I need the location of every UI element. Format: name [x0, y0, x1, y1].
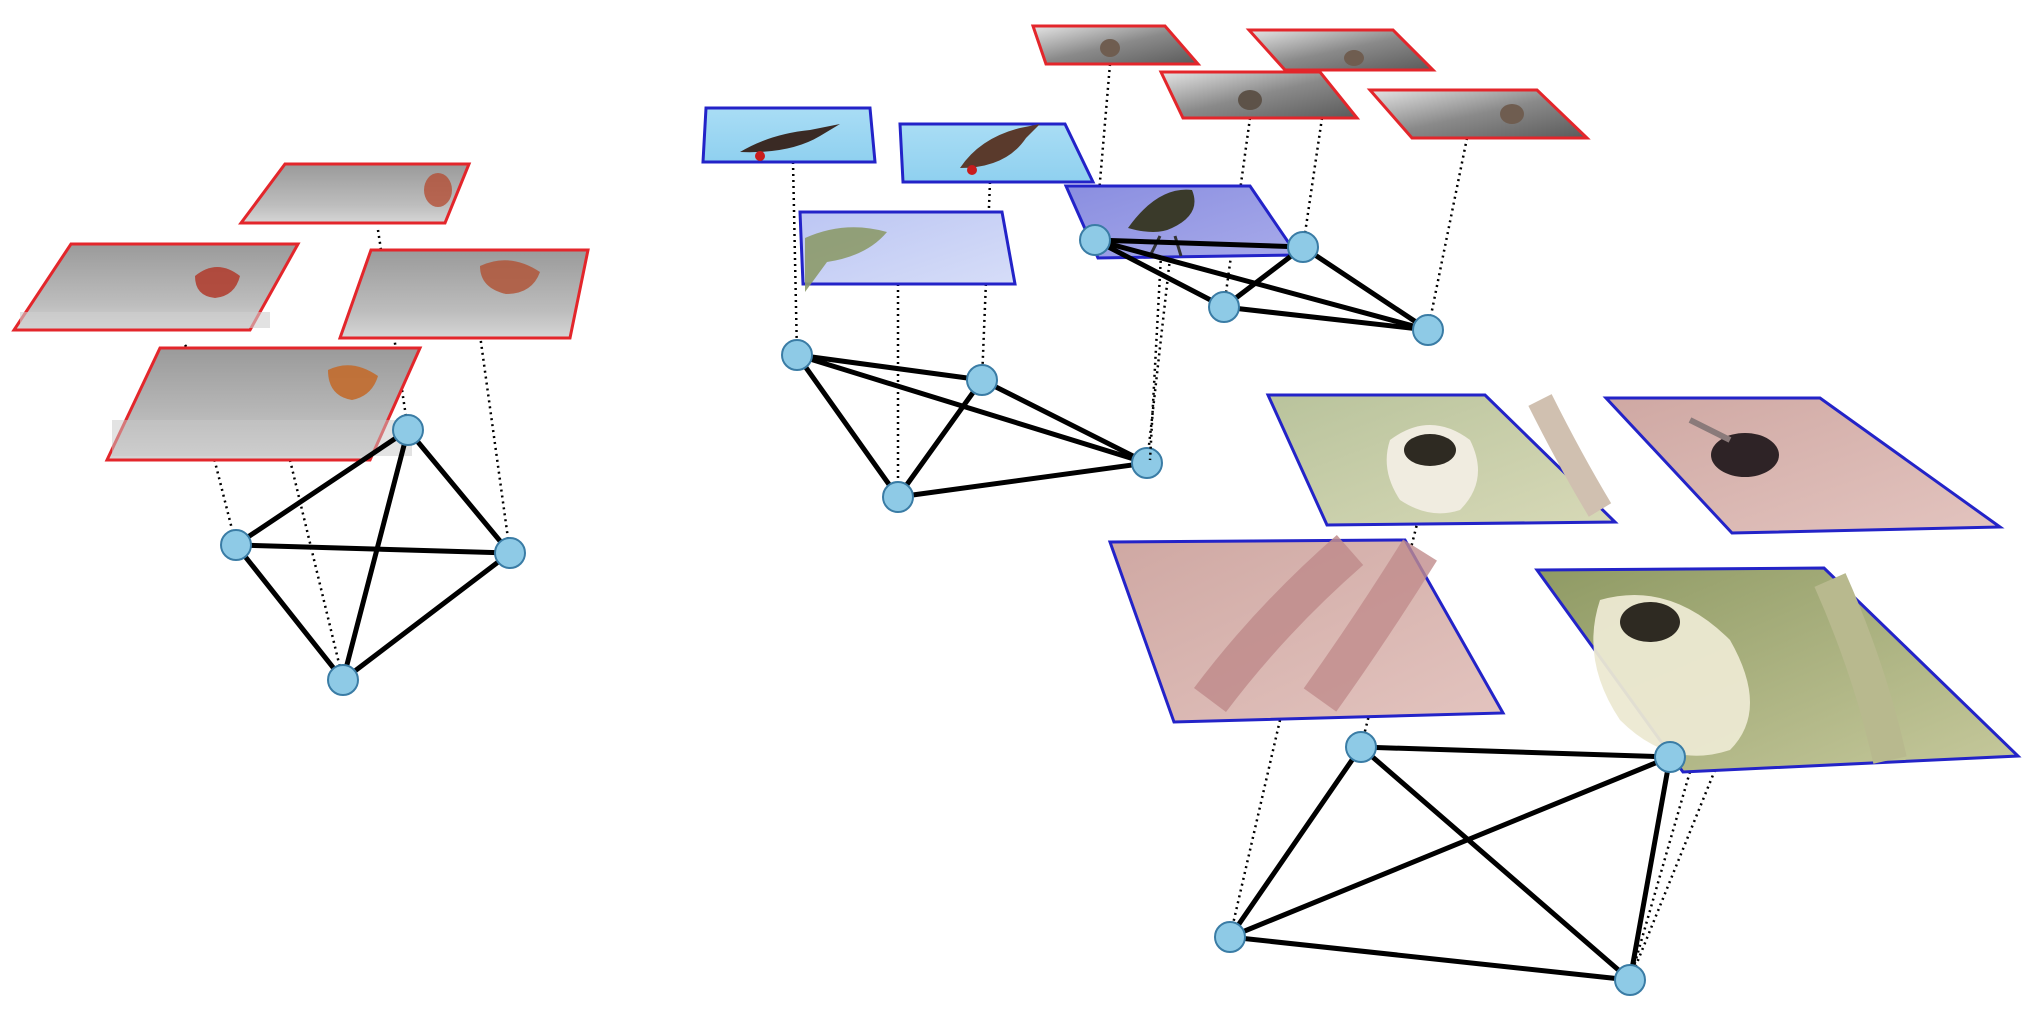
- edge: [233, 427, 411, 548]
- node: [494, 537, 526, 569]
- edge: [1092, 237, 1227, 310]
- patch: [1602, 396, 2005, 535]
- patch: [798, 210, 1017, 292]
- node: [1287, 231, 1319, 263]
- edge: [794, 352, 1150, 466]
- node: [1614, 964, 1646, 996]
- patch: [1265, 393, 1619, 527]
- group-3: [1030, 24, 1591, 461]
- connector: [1628, 569, 1750, 981]
- edge: [1092, 237, 1431, 333]
- group-2-connectors: [791, 161, 1172, 497]
- connector: [376, 229, 410, 431]
- node: [1131, 447, 1163, 479]
- patch: [1158, 70, 1361, 120]
- node: [966, 364, 998, 396]
- edge: [979, 377, 1150, 466]
- connector: [1145, 257, 1172, 464]
- group-1: [11, 162, 590, 696]
- edge: [895, 377, 985, 500]
- node: [1208, 291, 1240, 323]
- patch: [1245, 28, 1437, 72]
- edge: [1300, 244, 1431, 333]
- group-4-nodes: [1214, 731, 1686, 996]
- edge: [340, 550, 513, 683]
- connector: [1301, 117, 1324, 248]
- connector: [1148, 254, 1163, 461]
- edge: [1221, 304, 1431, 333]
- node: [882, 481, 914, 513]
- patch: [701, 106, 877, 164]
- group-2-edges: [794, 352, 1150, 500]
- edge: [405, 427, 513, 556]
- node: [1079, 224, 1111, 256]
- edge: [233, 542, 513, 556]
- patch: [104, 346, 423, 462]
- patch: [238, 162, 472, 225]
- edge: [895, 460, 1150, 500]
- node: [1654, 741, 1686, 773]
- edge: [1227, 744, 1364, 940]
- node: [327, 664, 359, 696]
- edge: [1358, 744, 1633, 983]
- connector: [1222, 117, 1252, 308]
- node: [1345, 731, 1377, 763]
- patch: [898, 122, 1096, 184]
- node: [1412, 314, 1444, 346]
- patch: [11, 242, 301, 332]
- connector: [478, 334, 512, 554]
- connector: [1426, 137, 1469, 331]
- node: [781, 339, 813, 371]
- patch: [1107, 534, 1506, 724]
- patch: [1366, 88, 1591, 140]
- connector: [791, 161, 799, 356]
- connector: [1228, 719, 1282, 938]
- edge: [1092, 237, 1306, 250]
- group-1-edges: [233, 427, 513, 683]
- connector: [1628, 769, 1717, 981]
- patch: [1534, 566, 2022, 774]
- patch: [1030, 24, 1202, 66]
- edge: [1627, 754, 1673, 983]
- group-1-nodes: [220, 414, 526, 696]
- edge: [794, 352, 901, 500]
- connector: [288, 459, 345, 681]
- group-4-edges: [1227, 744, 1673, 983]
- edge: [1358, 744, 1673, 760]
- group-3-connectors: [1093, 63, 1469, 461]
- edge: [794, 352, 985, 383]
- edge: [1221, 244, 1306, 310]
- edge: [233, 542, 346, 683]
- edge: [340, 427, 411, 683]
- node: [1214, 921, 1246, 953]
- group-3-edges: [1092, 237, 1431, 333]
- group-4: [1107, 393, 2022, 996]
- node: [220, 529, 252, 561]
- group-2: [701, 106, 1172, 513]
- node: [392, 414, 424, 446]
- edge: [1227, 934, 1633, 983]
- edge: [1227, 754, 1673, 940]
- patch: [337, 248, 590, 340]
- group-2-nodes: [781, 339, 1163, 513]
- group-3-nodes: [1079, 224, 1444, 346]
